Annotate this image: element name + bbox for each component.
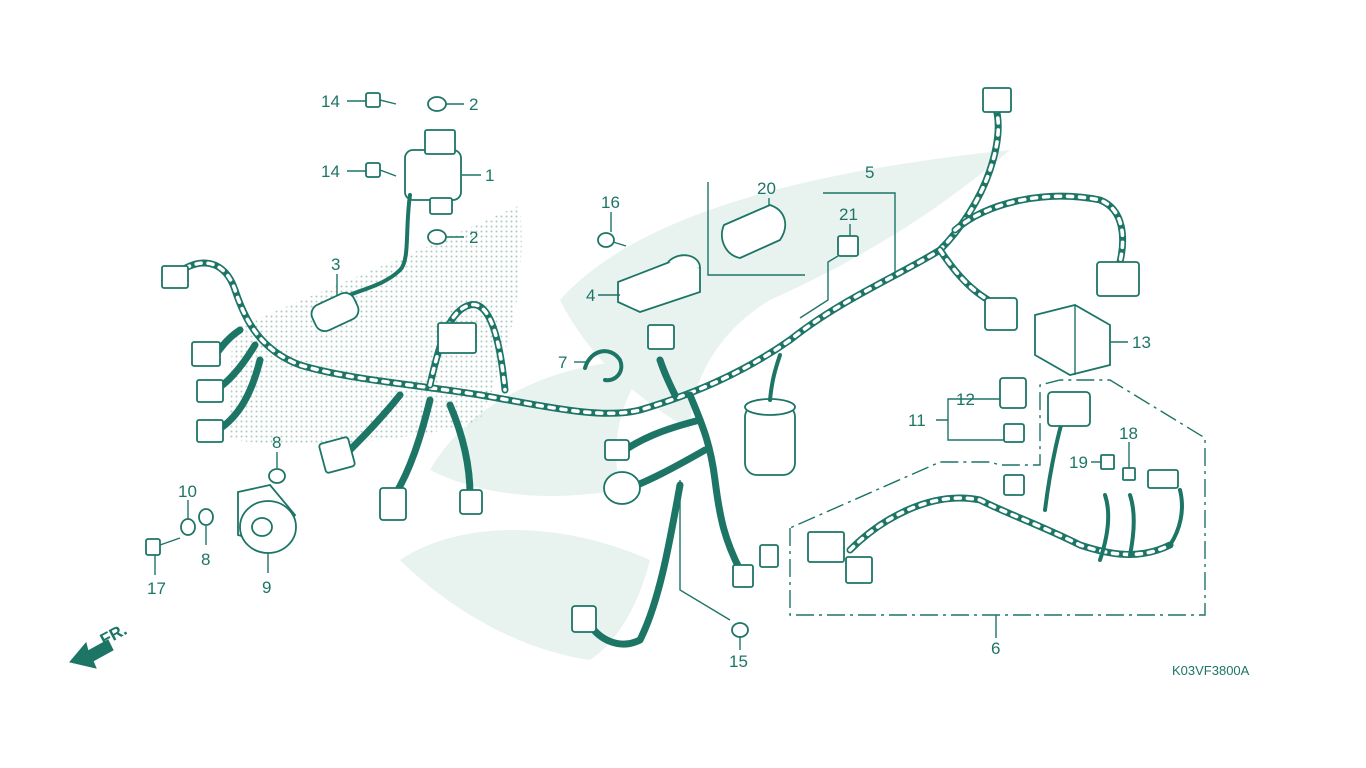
shading-region (230, 205, 522, 444)
callout-2-upper: 2 (469, 95, 478, 114)
condenser (744, 353, 796, 476)
fuse-clip-19 (1100, 454, 1115, 470)
washer-8-upper (268, 468, 286, 484)
callout-7: 7 (558, 353, 567, 372)
fuse-clip-18 (1122, 467, 1136, 481)
small-connector-21 (837, 235, 859, 257)
relay-12 (999, 377, 1027, 409)
callout-10: 10 (178, 482, 197, 501)
callout-12: 12 (956, 390, 975, 409)
relay-cover (707, 182, 805, 276)
bolt-lower (365, 162, 397, 178)
callout-16: 16 (601, 193, 620, 212)
callout-19: 19 (1069, 453, 1088, 472)
callout-4: 4 (586, 286, 595, 305)
drawing-code: K03VF3800A (1172, 663, 1250, 678)
bolt-15 (731, 622, 749, 638)
control-unit (1034, 304, 1111, 376)
callout-3: 3 (331, 255, 340, 274)
callout-5: 5 (865, 163, 874, 182)
callout-9: 9 (262, 578, 271, 597)
leader-lines (154, 100, 1130, 650)
callout-8-upper: 8 (272, 433, 281, 452)
callout-17: 17 (147, 579, 166, 598)
relay-small-11 (1003, 423, 1025, 443)
callout-1: 1 (485, 166, 494, 185)
bolt-17 (145, 537, 181, 556)
regulator-unit (617, 254, 701, 313)
ignition-coil (348, 129, 462, 297)
front-direction-arrow: FR. (69, 620, 130, 669)
nut-upper (427, 96, 447, 112)
callout-21: 21 (839, 205, 858, 224)
callout-14-upper: 14 (321, 92, 340, 111)
spark-plug-cap (310, 291, 360, 333)
callout-13: 13 (1132, 333, 1151, 352)
nut-lower (427, 229, 447, 245)
callout-18: 18 (1119, 424, 1138, 443)
callout-8-lower: 8 (201, 550, 210, 569)
horn (237, 484, 297, 554)
wire-clamp (583, 349, 624, 383)
callout-20: 20 (757, 179, 776, 198)
washer-8-lower (198, 508, 214, 526)
callout-11: 11 (908, 411, 926, 430)
callout-labels: 1 2 2 3 4 5 6 7 8 8 9 10 11 12 13 14 14 … (147, 92, 1151, 671)
harness-connectors (161, 87, 1140, 633)
bolt-upper (365, 92, 397, 108)
callout-6: 6 (991, 639, 1000, 658)
callout-14-lower: 14 (321, 162, 340, 181)
bolt-16 (597, 232, 627, 248)
callout-15: 15 (729, 652, 748, 671)
sub-harness-6 (789, 379, 1206, 616)
washer-10 (180, 518, 196, 536)
callout-2-lower: 2 (469, 228, 478, 247)
